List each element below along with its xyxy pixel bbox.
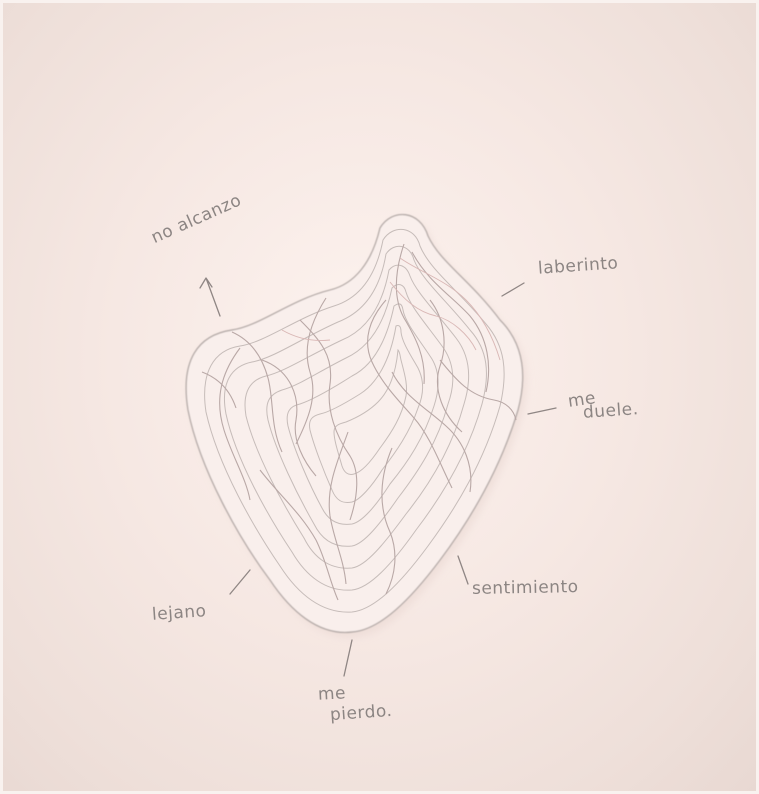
heart-outer-contour: [186, 215, 523, 633]
laberinto-pointer: [502, 283, 524, 296]
no-alcanzo-arrow: [200, 278, 220, 316]
label-me-pierdo-line1: me: [318, 685, 347, 703]
label-me-duele-line2: duele.: [582, 401, 639, 422]
lejano-pointer: [230, 570, 250, 594]
label-me-pierdo-line2: pierdo.: [329, 703, 393, 724]
me-pierdo-pointer: [344, 640, 352, 676]
me-duele-pointer: [528, 408, 556, 414]
label-lejano: lejano: [151, 603, 207, 624]
label-sentimiento: sentimiento: [472, 579, 579, 598]
sentimiento-pointer: [458, 556, 468, 584]
